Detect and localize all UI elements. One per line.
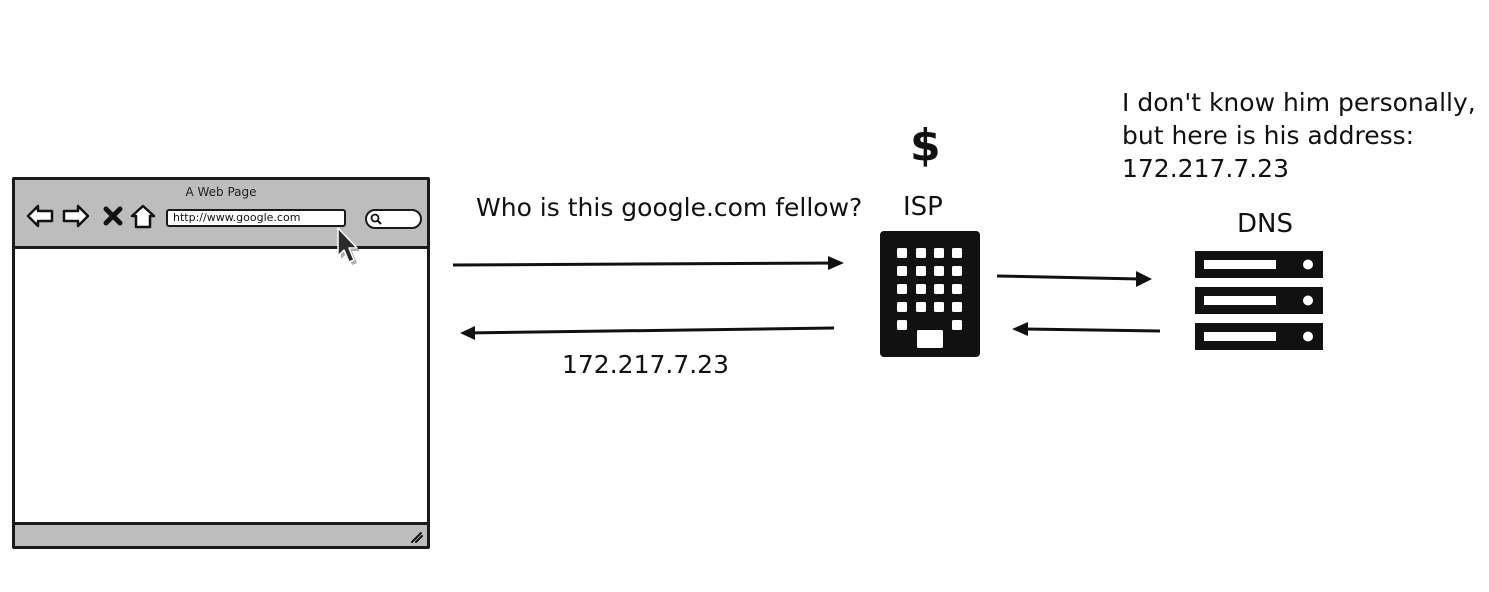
dns-question-label: Who is this google.com fellow?: [476, 193, 863, 222]
dns-reply-line-3: 172.217.7.23: [1122, 154, 1289, 183]
browser-isp-arrows: [452, 256, 844, 340]
dns-reply-text: I don't know him personally, but here is…: [1122, 86, 1476, 185]
isp-label: ISP: [903, 192, 943, 222]
dns-reply-line-2: but here is his address:: [1122, 121, 1415, 150]
isp-dns-arrows: [996, 271, 1161, 336]
browser-title: A Web Page: [185, 185, 257, 199]
dollar-sign-label: $: [910, 120, 941, 171]
browser-content-area: [15, 249, 427, 522]
dns-to-isp-arrow: [1012, 322, 1161, 336]
search-box[interactable]: [365, 209, 422, 229]
office-building-icon: [880, 231, 980, 357]
home-icon[interactable]: [128, 202, 158, 230]
back-arrow-icon[interactable]: [25, 202, 55, 230]
url-input[interactable]: http://www.google.com: [166, 209, 346, 227]
browser-toolbar: A Web Page http://www.google.com: [15, 180, 427, 265]
stop-icon[interactable]: [101, 202, 125, 230]
dns-label: DNS: [1237, 209, 1293, 239]
server-rack-icon: [1195, 251, 1323, 350]
dns-reply-line-1: I don't know him personally,: [1122, 88, 1476, 117]
answer-ip-label: 172.217.7.23: [562, 350, 729, 379]
request-arrow: [452, 256, 844, 270]
forward-arrow-icon[interactable]: [61, 202, 91, 230]
browser-statusbar: [15, 522, 427, 546]
mouse-pointer-icon: [337, 227, 360, 265]
isp-to-dns-arrow: [996, 271, 1152, 287]
response-arrow: [460, 326, 835, 340]
resize-grip-icon[interactable]: [409, 529, 423, 543]
browser-window: A Web Page http://www.google.com: [12, 177, 430, 549]
search-icon: [370, 213, 382, 225]
